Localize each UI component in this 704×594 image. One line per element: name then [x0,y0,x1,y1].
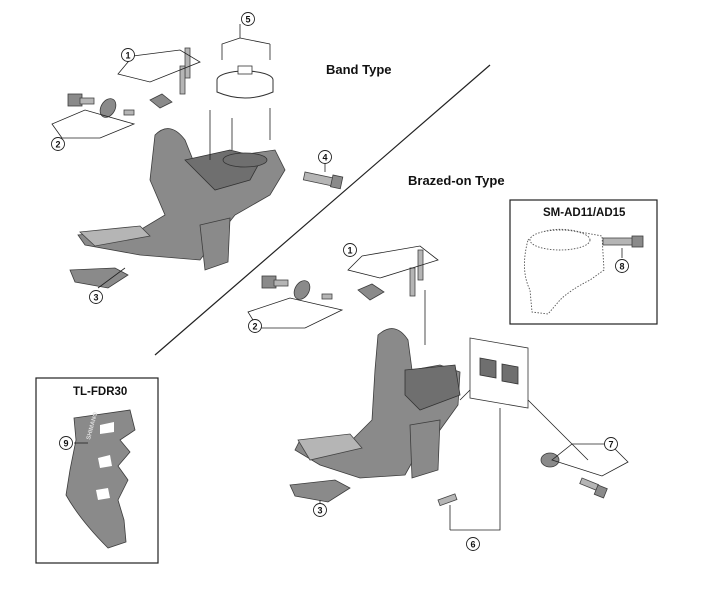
brazed-mounting-bolt-part [540,452,608,499]
callout-2-brazed: 2 [248,319,262,333]
band-cable-fixing-bolt-part [67,93,135,118]
svg-text:6: 6 [470,539,475,549]
svg-text:9: 9 [63,438,68,448]
svg-text:2: 2 [55,139,60,149]
callout-4: 4 [318,150,332,164]
brazed-derailleur-body [294,328,461,479]
svg-text:1: 1 [125,50,130,60]
tl-fdr-inset: SHIMANO [35,377,159,564]
brazed-on-type-title: Brazed-on Type [408,173,505,188]
band-adjust-screws-part [149,47,191,109]
band-type-assembly [51,24,344,289]
callout-8: 8 [615,259,629,273]
section-divider [154,64,491,356]
brazed-shoe-part [289,479,351,503]
tl-fdr-inset-title: TL-FDR30 [73,386,127,398]
callout-3-band: 3 [89,290,103,304]
svg-text:4: 4 [322,152,327,162]
band-type-title: Band Type [326,62,392,77]
brazed-cable-fixing-bolt-part [261,275,333,300]
callout-9: 9 [59,436,73,450]
svg-text:7: 7 [608,439,613,449]
svg-text:8: 8 [619,261,624,271]
band-shoe-part [69,267,129,289]
sm-ad-inset [509,199,658,325]
svg-text:5: 5 [245,14,250,24]
svg-text:2: 2 [252,321,257,331]
callout-2-band: 2 [51,137,65,151]
callout-1-band: 1 [121,48,135,62]
callout-3-brazed: 3 [313,503,327,517]
svg-text:3: 3 [93,292,98,302]
callout-6: 6 [466,537,480,551]
svg-text:3: 3 [317,505,322,515]
sm-ad-inset-title: SM-AD11/AD15 [543,207,626,219]
band-clamp-bolt-part [302,171,344,190]
callout-1-brazed: 1 [343,243,357,257]
brazed-mounting-shim-part [437,337,529,507]
callout-7: 7 [604,437,618,451]
band-clamp-part [216,65,274,99]
band-derailleur-body [77,128,286,271]
svg-text:1: 1 [347,245,352,255]
callout-5: 5 [241,12,255,26]
brazed-on-assembly [247,245,629,531]
